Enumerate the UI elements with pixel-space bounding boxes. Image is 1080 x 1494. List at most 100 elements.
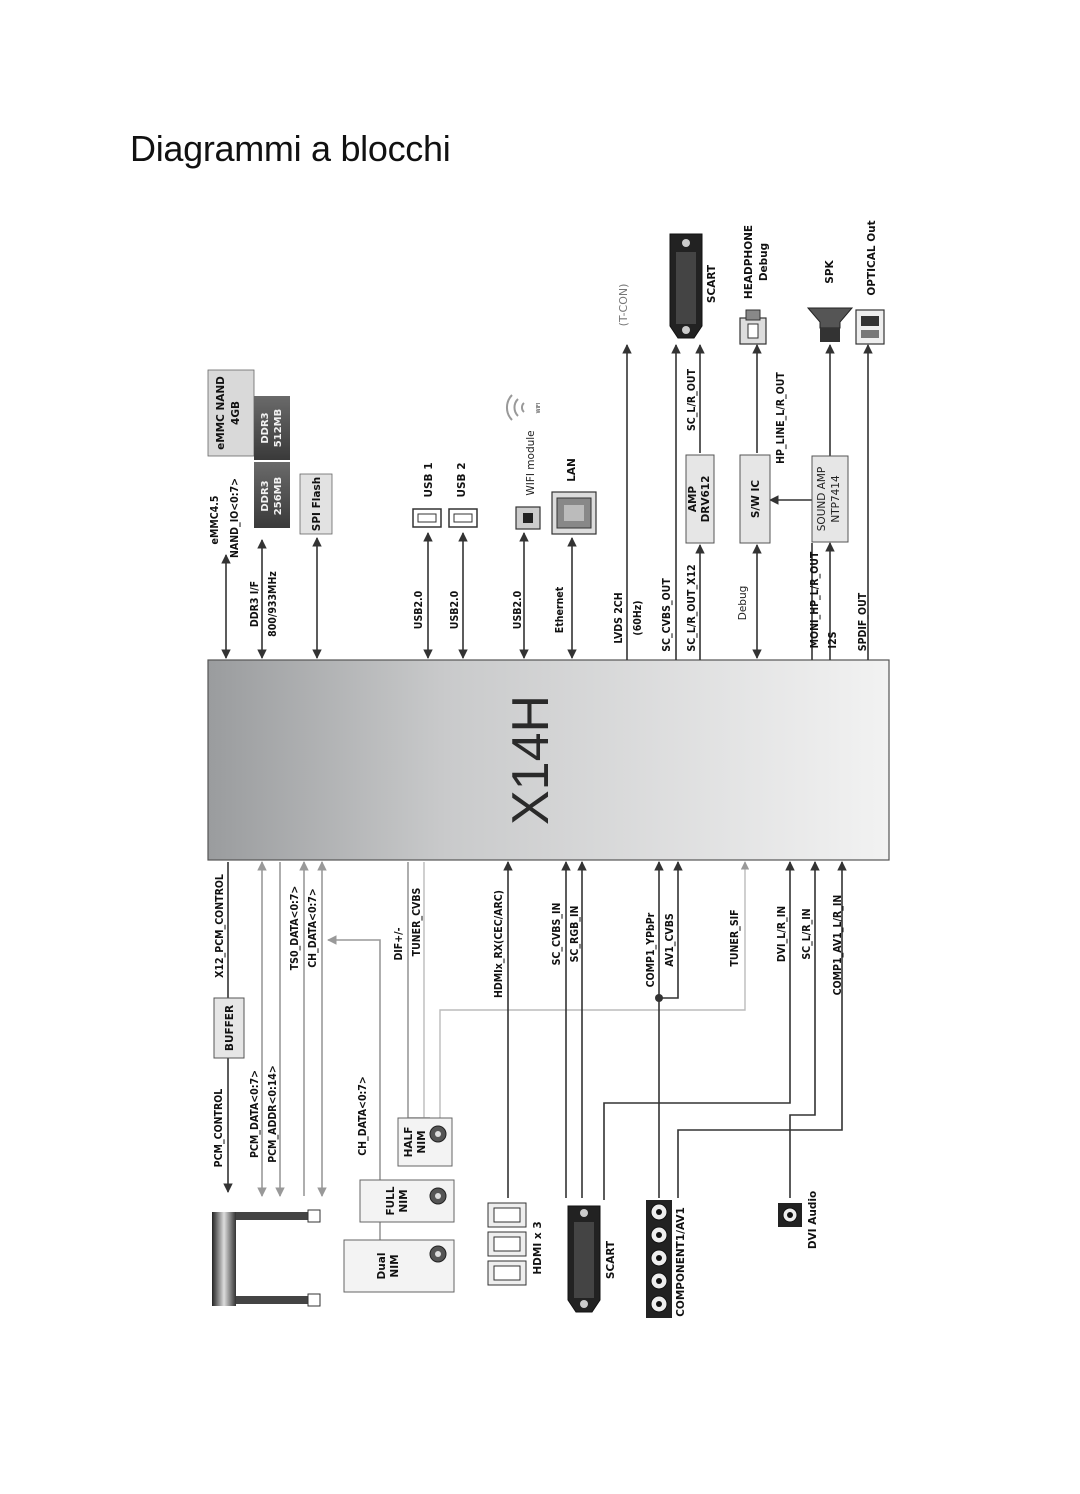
svg-text:NIM: NIM (416, 1130, 428, 1153)
svg-text:SC_CVBS_IN: SC_CVBS_IN (551, 902, 563, 965)
svg-text:HDMIx_RX(CEC/ARC): HDMIx_RX(CEC/ARC) (493, 890, 505, 998)
svg-text:HDMI x 3: HDMI x 3 (532, 1221, 544, 1274)
optical-out-connector: OPTICAL Out (855, 220, 885, 345)
svg-text:SC_L/R_IN: SC_L/R_IN (801, 908, 813, 959)
svg-text:NIM: NIM (389, 1254, 401, 1277)
svg-text:SPK: SPK (824, 259, 836, 283)
page-title: Diagrammi a blocchi (130, 128, 451, 169)
svg-text:MONI_HP_L/R_OUT: MONI_HP_L/R_OUT (809, 551, 821, 648)
svg-text:4GB: 4GB (230, 401, 242, 425)
svg-text:USB2.0: USB2.0 (413, 590, 425, 629)
svg-text:800/933MHz: 800/933MHz (267, 571, 279, 637)
spi-flash-block: SPI Flash (299, 473, 333, 535)
scart-connector-top: SCART (669, 233, 718, 339)
svg-text:CH_DATA<0:7>: CH_DATA<0:7> (357, 1076, 369, 1156)
dvi-audio-jack: DVI Audio (778, 1191, 819, 1249)
svg-text:SC_RGB_IN: SC_RGB_IN (569, 905, 581, 962)
svg-text:eMMC NAND: eMMC NAND (215, 376, 227, 450)
svg-text:WIFI module: WIFI module (525, 430, 537, 495)
svg-text:I2S: I2S (827, 631, 839, 648)
svg-text:Dual: Dual (376, 1253, 388, 1280)
svg-text:OPTICAL Out: OPTICAL Out (866, 220, 878, 295)
svg-text:SCART: SCART (706, 264, 718, 303)
svg-text:Ethernet: Ethernet (554, 586, 566, 633)
component-av1-connector: COMPONENT1/AV1 (646, 1200, 687, 1318)
svg-text:TUNER_CVBS: TUNER_CVBS (411, 887, 423, 956)
svg-text:(60Hz): (60Hz) (632, 600, 644, 635)
svg-text:COMP1_AV1_L/R_IN: COMP1_AV1_L/R_IN (832, 895, 844, 996)
soc-block: X14H (207, 659, 890, 861)
svg-text:USB 1: USB 1 (423, 462, 435, 497)
svg-text:256MB: 256MB (273, 477, 284, 515)
svg-text:SC_L/R_OUT: SC_L/R_OUT (686, 368, 698, 431)
svg-text:NTP7414: NTP7414 (830, 475, 842, 523)
dual-nim-module: Dual NIM (343, 1239, 455, 1293)
svg-text:USB2.0: USB2.0 (449, 590, 461, 629)
svg-text:WIFI: WIFI (536, 403, 542, 414)
soc-label: X14H (502, 695, 560, 825)
wifi-module: WIFI module WIFI (505, 394, 542, 530)
svg-text:USB2.0: USB2.0 (512, 590, 524, 629)
svg-text:Debug: Debug (758, 243, 770, 281)
hdmi-ports: HDMI x 3 (487, 1202, 544, 1286)
wifi-icon: WIFI (505, 394, 542, 421)
scart-connector-bottom: SCART (567, 1205, 617, 1313)
svg-text:DVI_L/R_IN: DVI_L/R_IN (776, 906, 788, 962)
svg-text:SPI Flash: SPI Flash (311, 477, 323, 531)
svg-text:DIF+/-: DIF+/- (393, 927, 405, 960)
svg-text:DDR3: DDR3 (260, 412, 271, 443)
tcon-label: (T-CON) (617, 284, 630, 327)
svg-text:LAN: LAN (566, 458, 578, 482)
svg-text:CH_DATA<0:7>: CH_DATA<0:7> (307, 888, 319, 968)
svg-text:SOUND AMP: SOUND AMP (816, 467, 828, 531)
top-connections (221, 344, 873, 660)
headphone-jack: HEADPHONE Debug (739, 225, 770, 345)
svg-text:HALF: HALF (403, 1127, 415, 1158)
svg-text:SCART: SCART (605, 1240, 617, 1279)
ddr3-512mb-block: DDR3 512MB (254, 396, 290, 460)
svg-text:NIM: NIM (398, 1189, 410, 1212)
sound-amp-block: SOUND AMP NTP7414 (811, 455, 849, 543)
amp-drv612-block: AMP DRV612 (685, 454, 715, 544)
svg-text:Debug: Debug (737, 586, 749, 621)
svg-text:TS0_DATA<0:7>: TS0_DATA<0:7> (289, 886, 301, 971)
bottom-connections (223, 861, 847, 1250)
svg-text:FULL: FULL (385, 1186, 397, 1215)
svg-text:S/W IC: S/W IC (750, 480, 762, 519)
ddr3-256mb-block: DDR3 256MB (254, 462, 290, 528)
svg-text:HP_LINE_L/R_OUT: HP_LINE_L/R_OUT (775, 372, 787, 464)
svg-text:DRV612: DRV612 (700, 476, 712, 523)
sw-ic-block: S/W IC (739, 454, 771, 544)
usb1-port: USB 1 (412, 462, 442, 528)
svg-text:PCM_CONTROL: PCM_CONTROL (213, 1089, 225, 1168)
svg-text:COMPONENT1/AV1: COMPONENT1/AV1 (675, 1207, 687, 1317)
svg-text:AMP: AMP (687, 486, 699, 513)
svg-text:COMP1_YPbPr: COMP1_YPbPr (645, 912, 657, 987)
svg-text:SC_L/R_OUT_X12: SC_L/R_OUT_X12 (686, 564, 698, 651)
svg-text:512MB: 512MB (273, 409, 284, 447)
svg-text:USB 2: USB 2 (456, 462, 468, 497)
buffer-block: BUFFER (213, 997, 245, 1059)
pcmcia-slot (212, 1209, 321, 1307)
full-nim-module: FULL NIM (359, 1179, 455, 1223)
svg-text:AV1_CVBS: AV1_CVBS (664, 913, 676, 967)
svg-text:SPDIF_OUT: SPDIF_OUT (857, 592, 869, 651)
svg-text:SC_CVBS_OUT: SC_CVBS_OUT (661, 578, 673, 652)
emmc-nand-block: eMMC NAND 4GB (207, 369, 255, 457)
svg-text:HEADPHONE: HEADPHONE (743, 225, 755, 299)
svg-text:X12_PCM_CONTROL: X12_PCM_CONTROL (214, 874, 226, 978)
svg-text:LVDS 2CH: LVDS 2CH (613, 592, 625, 643)
svg-text:TUNER_SIF: TUNER_SIF (729, 909, 741, 966)
svg-text:eMMC4.5: eMMC4.5 (209, 496, 221, 545)
svg-text:PCM_DATA<0:7>: PCM_DATA<0:7> (249, 1070, 261, 1158)
top-signal-labels: eMMC4.5 NAND_IO<0:7> DDR3 I/F 800/933MHz… (209, 368, 869, 651)
svg-text:DDR3 I/F: DDR3 I/F (249, 581, 261, 627)
bottom-signal-labels: X12_PCM_CONTROL TS0_DATA<0:7> CH_DATA<0:… (213, 874, 844, 1167)
svg-text:BUFFER: BUFFER (224, 1005, 236, 1051)
half-nim-module: HALF NIM (397, 1117, 453, 1167)
svg-text:DVI Audio: DVI Audio (807, 1191, 819, 1249)
svg-text:DDR3: DDR3 (260, 480, 271, 511)
speaker-icon: SPK (806, 259, 854, 342)
svg-text:PCM_ADDR<0:14>: PCM_ADDR<0:14> (267, 1065, 279, 1163)
